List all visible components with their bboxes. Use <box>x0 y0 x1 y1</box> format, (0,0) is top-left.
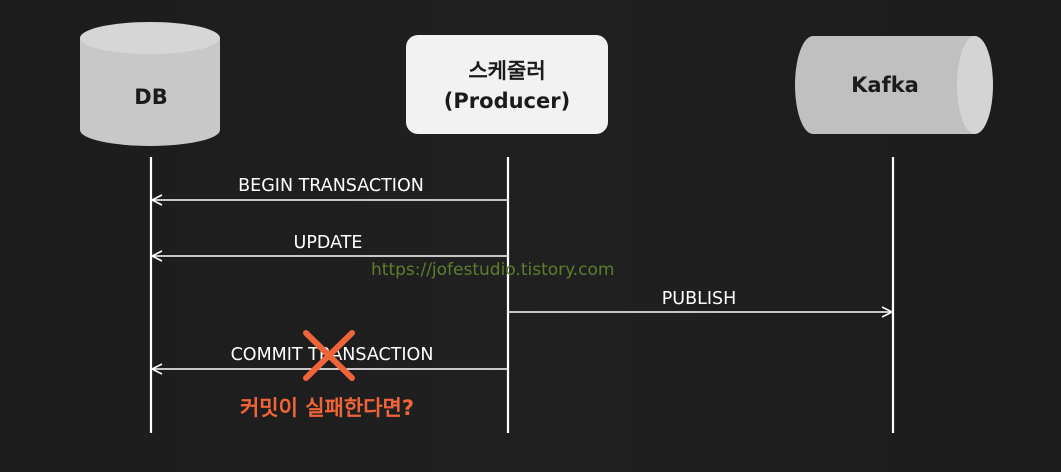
cross-mark-icon <box>303 330 355 381</box>
participant-db: DB <box>80 22 220 146</box>
message-label-publish: PUBLISH <box>662 289 737 309</box>
participant-kafka: Kafka <box>795 36 993 134</box>
scheduler-label-line1: 스케줄러 <box>468 59 545 83</box>
scheduler-label-line2: (Producer) <box>444 89 570 113</box>
watermark-url: https://jofestudio.tistory.com <box>371 260 614 280</box>
message-label-begin-transaction: BEGIN TRANSACTION <box>238 176 424 196</box>
message-label-update: UPDATE <box>294 233 363 253</box>
participant-scheduler: 스케줄러 (Producer) <box>406 35 608 134</box>
failure-question: 커밋이 실패한다면? <box>240 396 414 420</box>
db-label: DB <box>134 85 167 109</box>
kafka-label: Kafka <box>851 73 919 97</box>
